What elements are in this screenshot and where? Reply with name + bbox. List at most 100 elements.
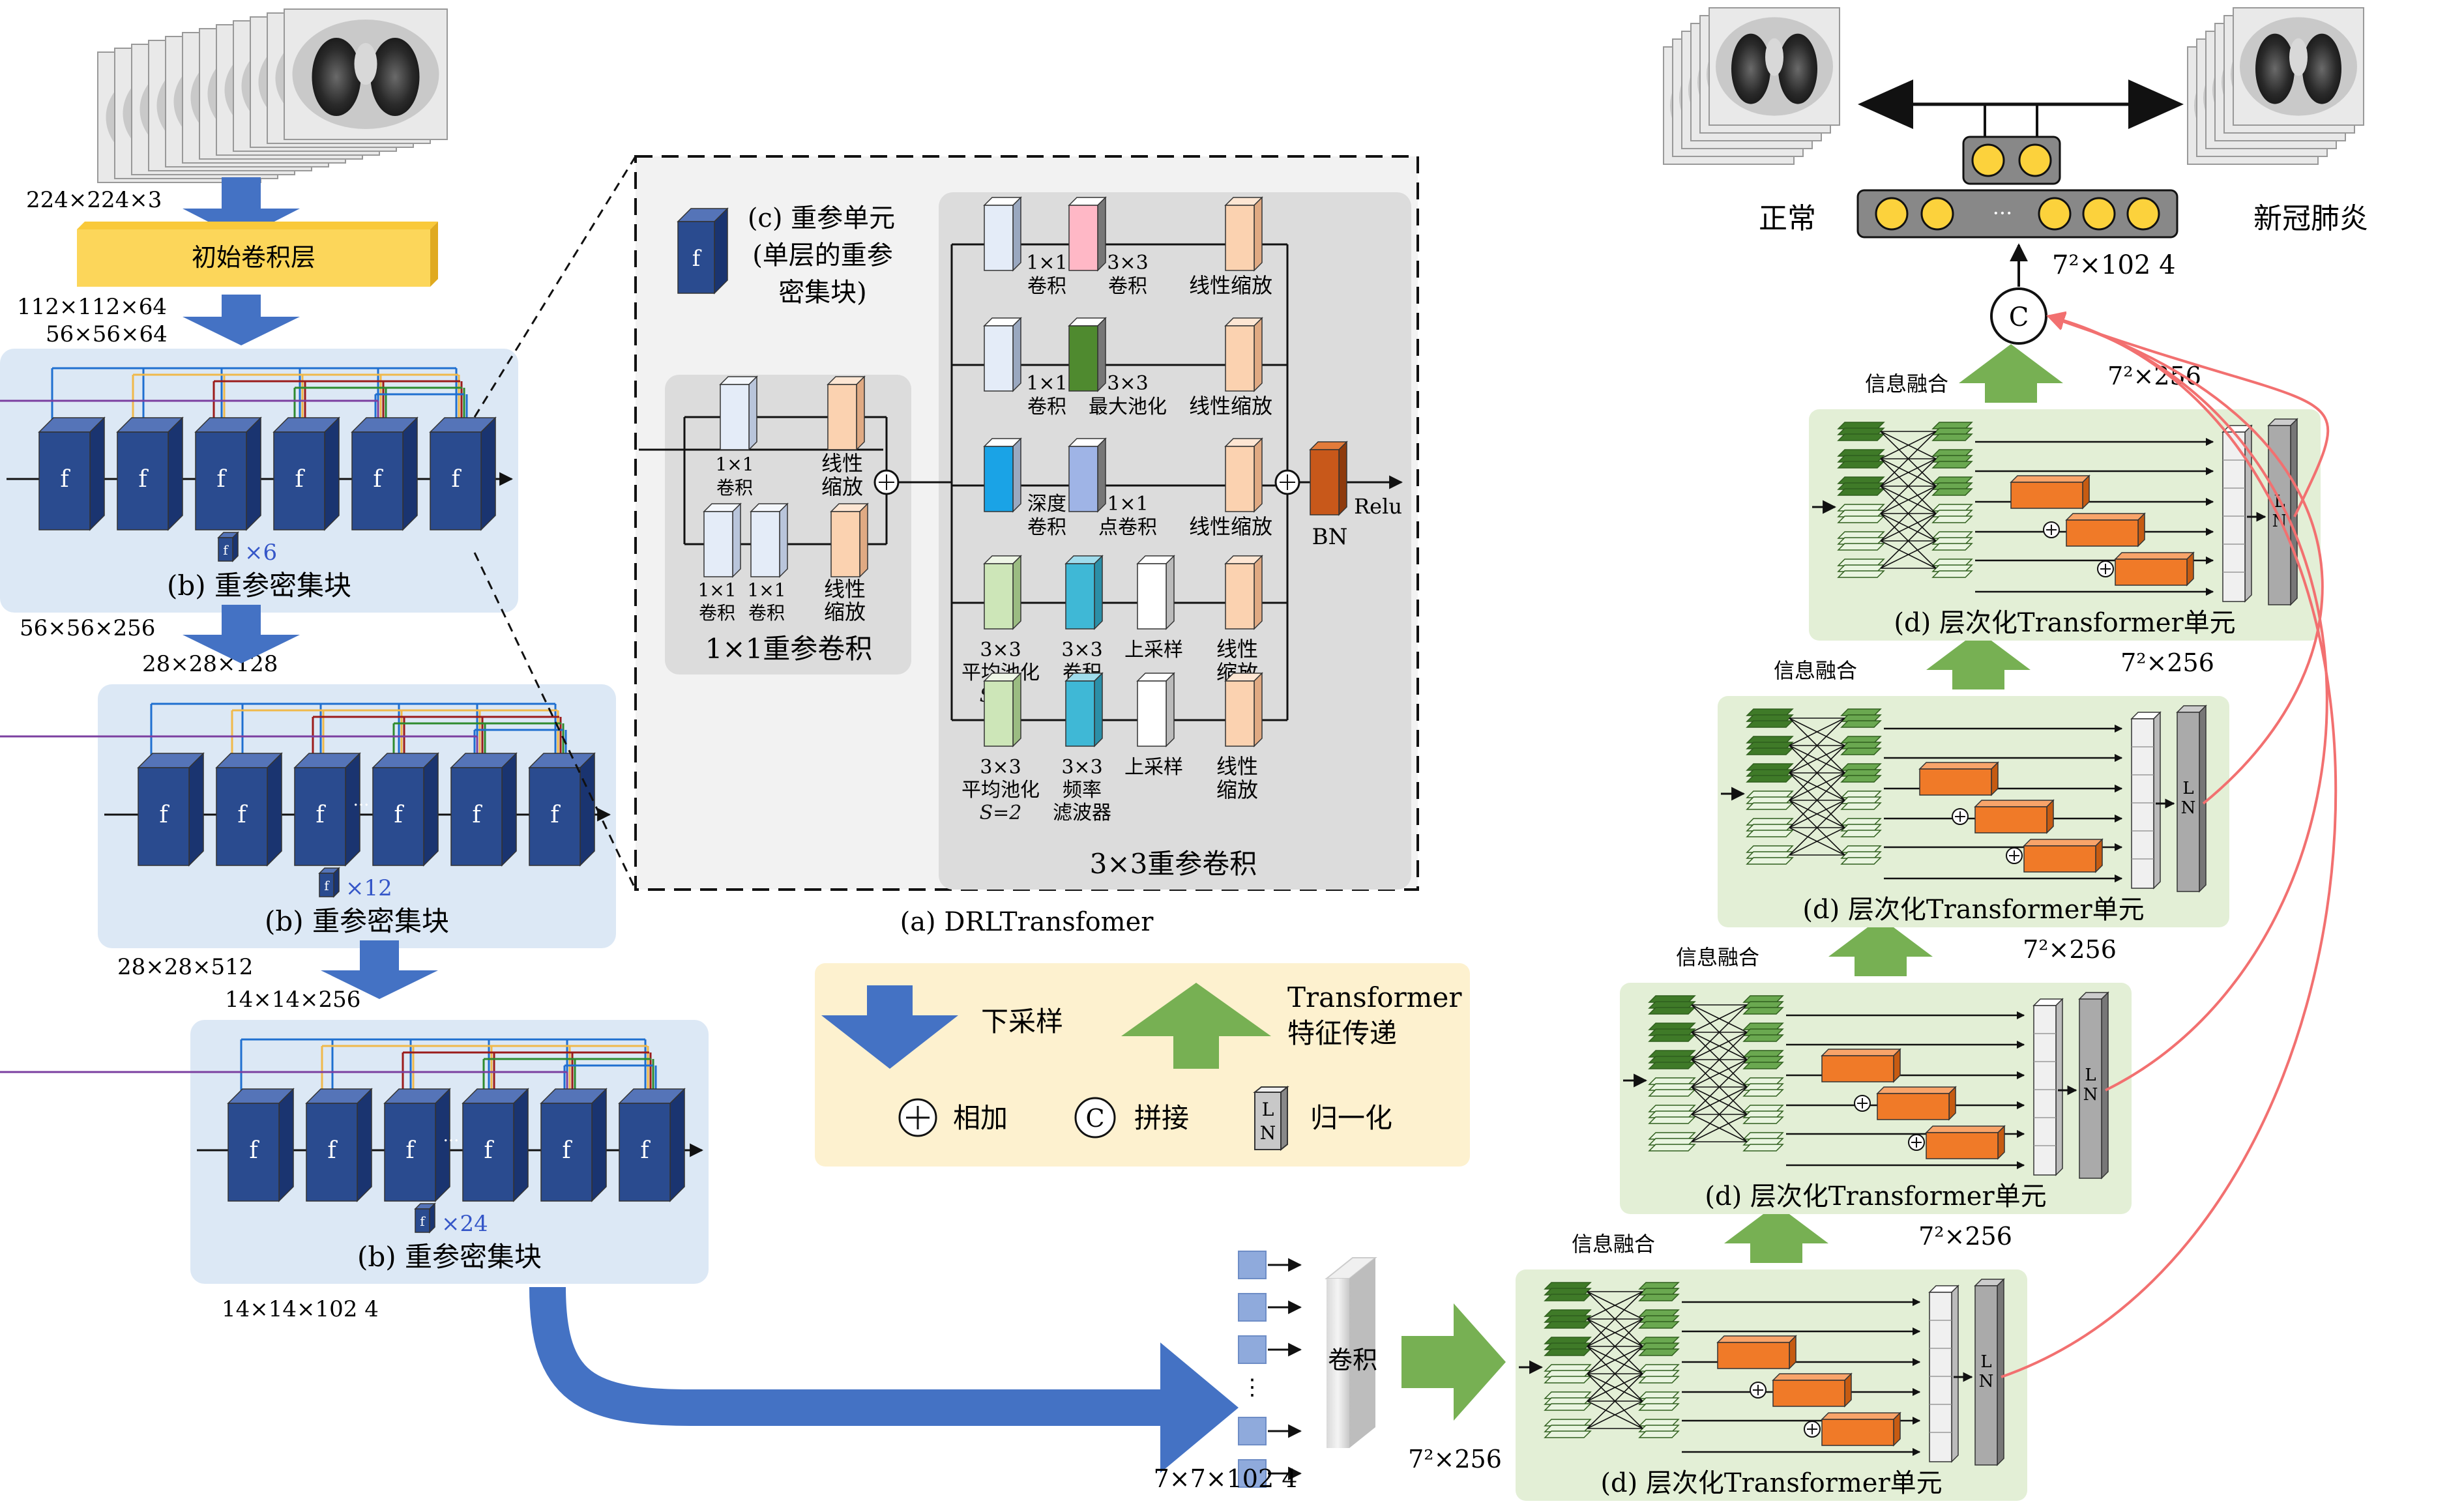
dense-unit [372, 752, 439, 867]
branch-b-label-3: 滤波器 [1053, 802, 1111, 824]
attention-block [1925, 1125, 2006, 1160]
dense-unit-letter: f [295, 466, 305, 493]
attention-block [1876, 1086, 1957, 1121]
scaleb-label-1: 线性 [824, 577, 866, 602]
branch-op-b [1064, 555, 1104, 630]
branch-op-c [1136, 672, 1175, 747]
branch-a-label-2: 卷积 [1027, 275, 1066, 298]
attention-block [1821, 1048, 1901, 1083]
dense-block-label: (b) 重参密集块 [167, 570, 351, 602]
conv3x3-group [939, 192, 1411, 890]
ct-slice [284, 8, 448, 140]
conv-to-transformer-arrow [1401, 1303, 1506, 1421]
transformer-dims-out: 7²×256 [2120, 648, 2214, 677]
transformer-unit-label: (d) 层次化Transformer单元 [1894, 608, 2235, 638]
dense-unit-letter: f [394, 802, 404, 828]
arrow-left-head [1858, 80, 1913, 129]
ct-slice-normal [1709, 7, 1840, 126]
conv1x1-a-box [703, 502, 742, 578]
dense-unit [305, 1088, 373, 1202]
block1-dims-in: 56×56×64 [46, 321, 168, 347]
dense-unit [227, 1088, 295, 1202]
token-box [1238, 1459, 1267, 1488]
dense-unit-letter: f [237, 802, 248, 828]
svg-text:C: C [1085, 1104, 1104, 1133]
conv1x1-box [719, 375, 758, 451]
attention-block [1772, 1372, 1853, 1408]
dense-unit-letter: f [315, 802, 326, 828]
dense-unit [215, 752, 283, 867]
ln-label-n: N [2083, 1085, 2098, 1105]
legend-add-label: 相加 [953, 1102, 1008, 1134]
attention-block [1716, 1335, 1797, 1370]
dense-unit-letter: f [327, 1137, 338, 1164]
scaleb-label-2: 缩放 [824, 600, 866, 624]
branch-op-a [983, 672, 1022, 747]
legend-transformer-label-2: 特征传递 [1287, 1017, 1397, 1049]
branch-scale-label-1: 线性 [1216, 637, 1258, 661]
branch-scale [1224, 672, 1263, 747]
branch-a-label-1: 3×3 [980, 756, 1021, 779]
branch-op-a [983, 555, 1022, 630]
dense-unit-letter: f [484, 1137, 494, 1164]
conv-dims-in: 7×7×102 4 [1154, 1464, 1298, 1493]
branch-op-a [983, 196, 1022, 272]
attention-block [1974, 799, 2055, 834]
flow-arrow-head [1160, 1342, 1239, 1473]
branch-scale [1224, 555, 1263, 630]
concat-column [1928, 1284, 1959, 1463]
rep-branch-1: 1×1卷积3×3卷积线性缩放 [983, 196, 1272, 298]
legend-ln-icon: L N [1253, 1085, 1289, 1152]
transformer-dims-out: 7²×256 [2023, 935, 2117, 964]
dense-unit [383, 1088, 451, 1202]
concat-column [2032, 998, 2064, 1176]
legend-transformer-arrow [1121, 983, 1271, 1069]
repeat-count: ×6 [244, 540, 277, 566]
dense-unit [137, 752, 205, 867]
branch-b-label-1: 3×3 [1061, 639, 1102, 661]
arrow-right-head [2128, 80, 2184, 129]
branch-b-label-2: 卷积 [1108, 275, 1147, 298]
concat-node [1990, 287, 2047, 345]
branch-b-label-2: 点卷积 [1098, 516, 1157, 539]
stem-label: 初始卷积层 [192, 243, 315, 272]
legend: 下采样 Transformer 特征传递 相加 C 拼接 L N 归一化 [815, 963, 1470, 1167]
attention-block [1821, 1412, 1901, 1447]
dense-unit-letter: f [405, 1137, 416, 1164]
c1x1a-label-1: 1×1 [697, 579, 736, 601]
ln-label-l: L [1980, 1352, 1991, 1372]
svg-text:L: L [1262, 1099, 1274, 1120]
flow-arrow-to-conv [529, 1286, 1186, 1426]
branch-op-a [983, 317, 1022, 392]
dense-unit [116, 416, 184, 531]
conv1x1-group [665, 375, 911, 674]
downsample-arrow-2 [183, 295, 300, 345]
branch-scale-label: 线性缩放 [1189, 394, 1272, 418]
concat-column [2222, 424, 2253, 603]
ln-column [2267, 418, 2298, 606]
dense-unit-letter: f [562, 1137, 572, 1164]
input-dims: 224×224×3 [26, 187, 162, 213]
dense-ellipsis: ··· [353, 796, 370, 815]
branch-a-label-1: 3×3 [980, 639, 1021, 661]
transformer-feature-arrow [1828, 918, 1933, 976]
dense-block-dims-out: 56×56×256 [20, 615, 155, 641]
conv1x1-group-label: 1×1重参卷积 [705, 633, 873, 665]
dense-block-dims-out: 14×14×102 4 [222, 1296, 379, 1322]
branch-a-label-1: 1×1 [1026, 372, 1067, 395]
transformer-feature-arrow [1959, 344, 2063, 403]
ln-label-l: L [2085, 1066, 2096, 1085]
dense-unit [351, 416, 418, 531]
branch-scale-label: 线性缩放 [1189, 273, 1272, 298]
output-head: 正常 新冠肺炎 ··· 7²×102 4 C [1663, 7, 2368, 345]
c1x1a-label-2: 卷积 [699, 602, 735, 624]
fc-dims: 7²×102 4 [2052, 250, 2176, 280]
dense-block-label: (b) 重参密集块 [265, 905, 449, 937]
legend-downsample-label: 下采样 [981, 1006, 1063, 1037]
branch-scale-label-1: 线性 [1216, 754, 1258, 779]
branch-scale [1224, 317, 1263, 392]
